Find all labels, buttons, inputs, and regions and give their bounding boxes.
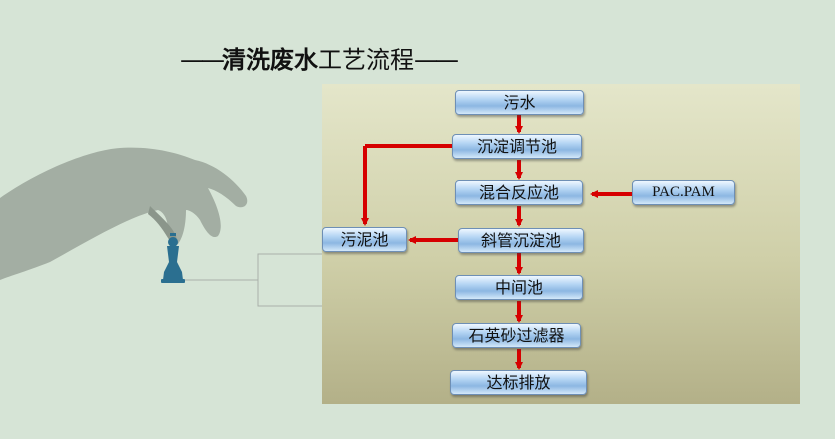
- node-raw-water: 污水: [455, 90, 584, 115]
- node-quartz-sand-filter: 石英砂过滤器: [452, 323, 581, 348]
- node-discharge: 达标排放: [450, 370, 587, 395]
- page-title: ——清洗废水工艺流程——: [180, 44, 459, 76]
- hand-finger-lower: [148, 206, 177, 242]
- connector-line: [185, 253, 322, 281]
- hand-chess-illustration: [0, 147, 322, 307]
- title-normal-part: 工艺流程: [318, 46, 414, 74]
- node-inclined-tube-tank: 斜管沉淀池: [458, 228, 584, 253]
- node-intermediate-tank: 中间池: [455, 275, 583, 300]
- node-sludge-tank: 污泥池: [322, 227, 407, 252]
- hand-silhouette: [0, 147, 248, 280]
- title-dash-left: ——: [180, 46, 225, 74]
- title-bold-part: 清洗废水: [222, 46, 318, 74]
- chess-king-piece: [161, 233, 185, 283]
- node-equalization-tank: 沉淀调节池: [452, 134, 582, 159]
- node-mixing-reaction-tank: 混合反应池: [455, 180, 583, 205]
- title-dash-right: ——: [414, 46, 459, 74]
- node-chemicals: PAC.PAM: [632, 180, 735, 205]
- connector-line-lower: [257, 280, 322, 307]
